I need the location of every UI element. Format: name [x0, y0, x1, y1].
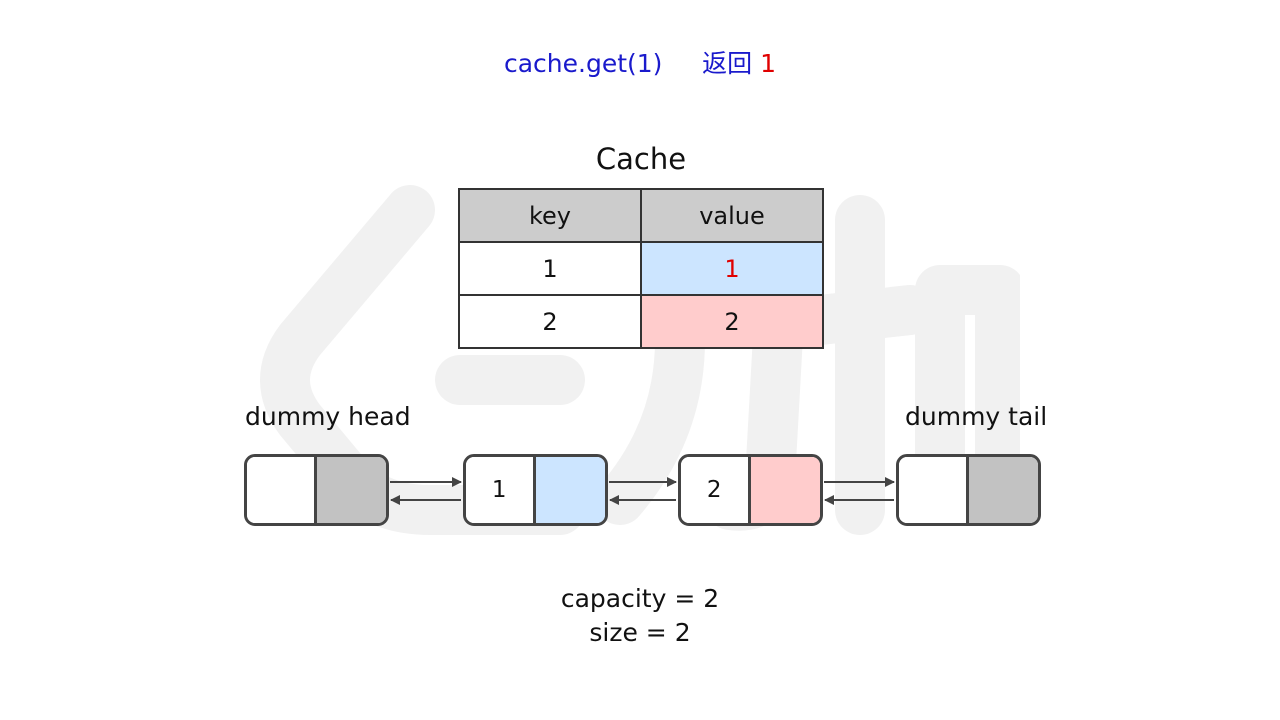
dummy-tail-label: dummy tail: [905, 402, 1048, 431]
node-key: 1: [466, 457, 536, 523]
node-key: [247, 457, 317, 523]
operation-returns-value: 1: [760, 49, 777, 78]
cache-row: 2 2: [458, 294, 824, 349]
list-node: 2: [678, 454, 823, 526]
cache-cell-key: 2: [458, 294, 642, 349]
operation-call: cache.get(1): [503, 49, 663, 78]
node-value: [535, 457, 605, 523]
node-value: [968, 457, 1038, 523]
cache-cell-key: 1: [458, 241, 642, 296]
cache-cell-value: 1: [640, 241, 824, 296]
size-text: size = 2: [589, 618, 691, 647]
list-node-dummy-head: [244, 454, 389, 526]
cache-title: Cache: [595, 142, 687, 176]
cache-header-key: key: [458, 188, 642, 243]
operation-returns-label: 返回: [702, 49, 753, 78]
list-node: 1: [463, 454, 608, 526]
dummy-head-label: dummy head: [245, 402, 411, 431]
cache-header-row: key value: [458, 188, 824, 243]
cache-row: 1 1: [458, 241, 824, 296]
node-key: [899, 457, 969, 523]
node-value: [316, 457, 386, 523]
node-value: [750, 457, 820, 523]
capacity-text: capacity = 2: [560, 584, 720, 613]
cache-header-value: value: [640, 188, 824, 243]
list-node-dummy-tail: [896, 454, 1041, 526]
cache-cell-value: 2: [640, 294, 824, 349]
operation-line: cache.get(1) 返回 1: [0, 44, 1280, 80]
node-key: 2: [681, 457, 751, 523]
cache-table: key value 1 1 2 2: [458, 188, 824, 349]
